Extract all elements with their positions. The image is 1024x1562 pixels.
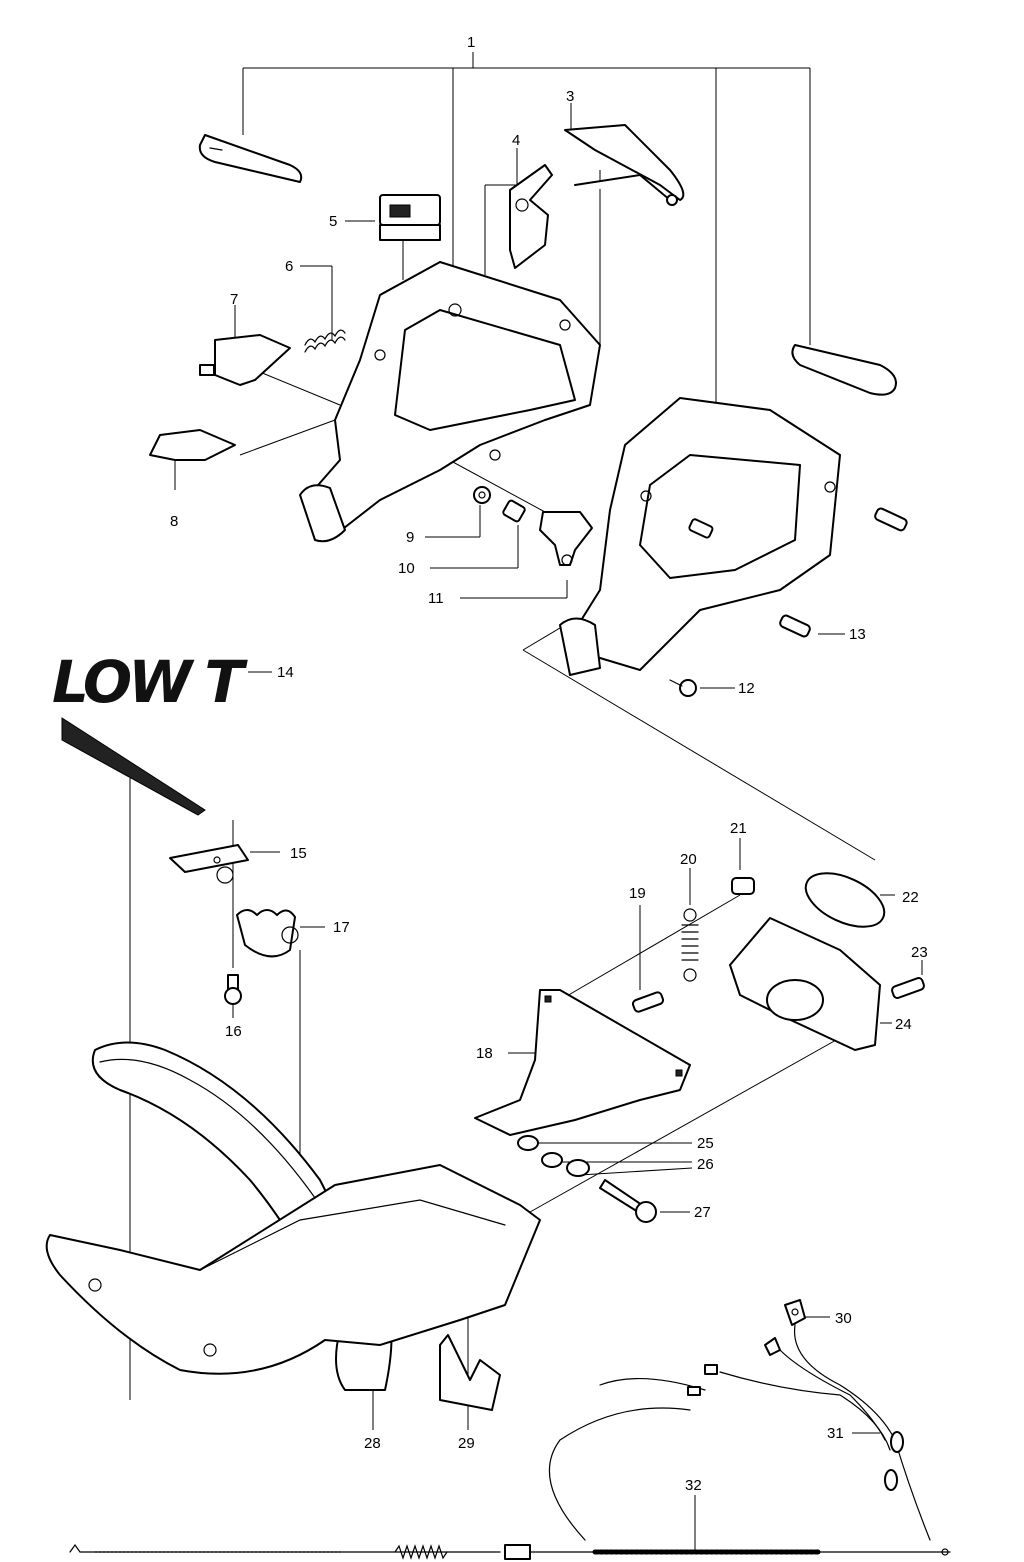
callout-labels: 1 3 4 5 6 7 8 9 10 11 12 13 14 15 16 17 …: [170, 34, 928, 1494]
part-17-spring: [216, 866, 299, 958]
part-16-screw: [224, 974, 242, 1005]
callout-27: 27: [694, 1204, 711, 1221]
part-20-spring: [681, 908, 699, 982]
callout-30: 30: [835, 1310, 852, 1327]
callout-21: 21: [730, 820, 747, 837]
part-28-front-handle: [45, 1041, 541, 1391]
part-13-screw: [779, 614, 811, 638]
part-7-throttle-trigger: [199, 334, 291, 386]
part-21-screw: [731, 877, 755, 895]
part-11-clip: [539, 511, 593, 566]
decal-text: LOW T: [52, 648, 248, 716]
callout-3: 3: [566, 88, 574, 105]
callout-20: 20: [680, 851, 697, 868]
part-30-cable-terminal: [764, 1299, 806, 1356]
callout-11: 11: [428, 590, 444, 607]
callout-17: 17: [333, 919, 350, 936]
part-15-bracket: [169, 844, 249, 873]
callout-25: 25: [697, 1135, 714, 1152]
part-19-screw: [631, 991, 665, 1013]
part-9-nut: [473, 486, 491, 504]
part-4-trigger: [509, 164, 553, 269]
callout-4: 4: [512, 132, 520, 149]
part-screw: [688, 507, 908, 539]
callout-15: 15: [290, 845, 307, 862]
callout-32: 32: [685, 1477, 702, 1494]
callout-10: 10: [398, 560, 415, 577]
part-26-washer: [541, 1152, 590, 1177]
part-25-washer: [517, 1135, 539, 1151]
part-10-screw: [502, 499, 526, 523]
callout-1: 1: [467, 34, 475, 51]
callout-28: 28: [364, 1435, 381, 1452]
part-18-plate: [474, 989, 691, 1136]
part-27-bolt: [599, 1179, 657, 1223]
callout-26: 26: [697, 1156, 714, 1173]
callout-29: 29: [458, 1435, 475, 1452]
callout-31: 31: [827, 1425, 844, 1442]
callout-6: 6: [285, 258, 293, 275]
callout-16: 16: [225, 1023, 242, 1040]
callout-13: 13: [849, 626, 866, 643]
callout-23: 23: [911, 944, 928, 961]
part-6-spring: [304, 329, 346, 353]
callout-8: 8: [170, 513, 178, 530]
part-29-clip: [439, 1334, 501, 1411]
callout-14: 14: [277, 664, 294, 681]
part-handle-housing-left: [299, 261, 601, 543]
part-32-throttle-cable: [69, 1543, 951, 1560]
part-grip-left: [198, 134, 303, 183]
part-8-lever: [149, 429, 236, 461]
part-5-switch: [379, 194, 441, 241]
callout-22: 22: [902, 889, 919, 906]
callout-24: 24: [895, 1016, 912, 1033]
part-24-mount: [729, 917, 881, 1051]
part-grip-right: [791, 344, 897, 396]
part-23-screw: [891, 977, 925, 999]
callout-12: 12: [738, 680, 755, 697]
callout-9: 9: [406, 529, 414, 546]
part-12-screw: [669, 679, 697, 697]
part-22-o-ring: [804, 872, 886, 928]
callout-5: 5: [329, 213, 337, 230]
callout-19: 19: [629, 885, 646, 902]
part-14-decal: LOW T: [52, 648, 252, 816]
callout-18: 18: [476, 1045, 493, 1062]
part-3-throttle-lockout: [564, 124, 685, 206]
part-31-wiring-harness: [548, 1324, 931, 1541]
callout-7: 7: [230, 291, 238, 308]
